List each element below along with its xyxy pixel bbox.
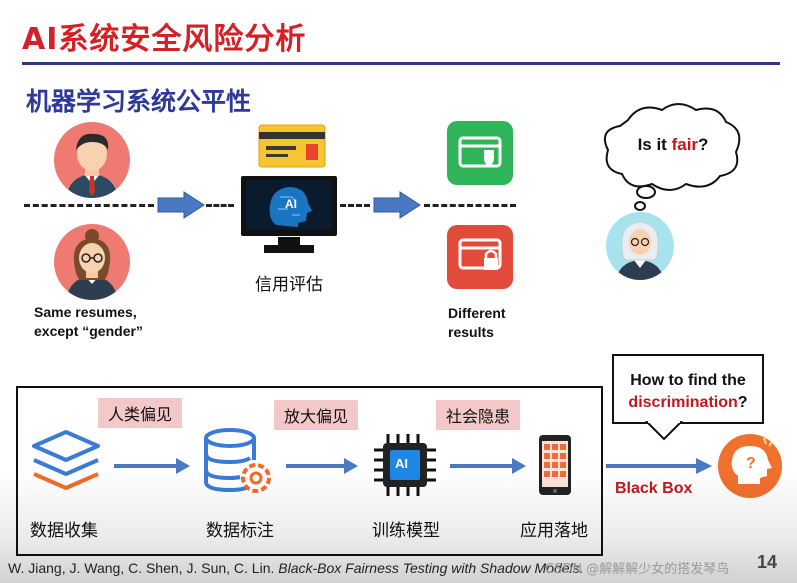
output-caption-line1: Different [448, 305, 506, 321]
dashed-line-right [424, 204, 516, 207]
page-number: 14 [757, 552, 778, 572]
rejected-card-icon [447, 225, 513, 289]
credit-card-icon [258, 124, 326, 168]
callout-highlight: discrimination [628, 394, 738, 411]
pipeline-arrow-icon [286, 458, 358, 474]
callout-suffix: ? [737, 394, 748, 411]
thought-cloud-icon [604, 103, 741, 211]
mobile-app-icon [539, 435, 571, 495]
ai-chip-icon [374, 434, 436, 496]
female-person-icon [54, 224, 130, 300]
layers-icon [32, 430, 100, 490]
blackbox-label: Black Box [615, 480, 693, 497]
ml-pipeline-box [16, 386, 603, 556]
citation-authors: W. Jiang, J. Wang, C. Shen, J. Sun, C. L… [8, 560, 279, 576]
male-person-icon [54, 122, 130, 198]
ai-monitor-icon: AI [241, 176, 337, 253]
slide-title: AI系统安全风险分析 [22, 22, 307, 57]
elderly-person-icon [606, 212, 674, 280]
fairness-question-highlight: fair [671, 135, 699, 154]
dashed-line-left [24, 204, 154, 207]
dashed-line-mid [340, 204, 370, 207]
stage-label-deployment: 应用落地 [520, 521, 588, 541]
tag-human-bias: 人类偏见 [98, 398, 183, 428]
svg-text:?: ? [746, 455, 756, 472]
fairness-question: Is it fair? [618, 135, 728, 155]
fairness-question-prefix: Is it [637, 135, 672, 154]
output-caption-line2: results [448, 324, 494, 340]
approved-card-icon [447, 121, 513, 185]
stage-label-data-annotation: 数据标注 [206, 521, 274, 541]
ai-monitor-text: AI [285, 197, 297, 211]
input-caption: Same resumes, except “gender” [34, 303, 143, 341]
stage-label-train-model: 训练模型 [372, 521, 440, 541]
stage-label-data-collection: 数据收集 [30, 521, 98, 541]
input-caption-line1: Same resumes, [34, 304, 137, 320]
tag-amplified-bias: 放大偏见 [274, 400, 359, 430]
pipeline-arrow-icon [450, 458, 526, 474]
ai-chip-text: AI [395, 456, 408, 471]
head-question-icon: ? [718, 434, 782, 498]
watermark: CSDN @解解解少女的搭发琴鸟 [545, 562, 730, 577]
discrimination-callout: How to find the discrimination? [612, 354, 764, 424]
output-caption: Different results [448, 304, 506, 342]
title-divider [22, 62, 780, 65]
flow-arrow-icon [373, 191, 421, 219]
model-label: 信用评估 [255, 275, 323, 295]
callout-line1: How to find the [630, 372, 746, 389]
input-caption-line2: except “gender” [34, 323, 143, 339]
citation: W. Jiang, J. Wang, C. Shen, J. Sun, C. L… [8, 560, 584, 576]
slide-subtitle: 机器学习系统公平性 [26, 87, 252, 116]
fairness-question-suffix: ? [698, 135, 709, 154]
citation-title: Black-Box Fairness Testing with Shadow M… [278, 560, 584, 576]
database-gear-icon [204, 428, 271, 493]
pipeline-arrow-icon [114, 458, 190, 474]
tag-social-risk: 社会隐患 [436, 400, 521, 430]
blackbox-arrow-icon [606, 458, 712, 474]
flow-arrow-icon [157, 191, 205, 219]
callout-pointer [645, 421, 683, 441]
dashed-line-left-2 [206, 204, 234, 207]
